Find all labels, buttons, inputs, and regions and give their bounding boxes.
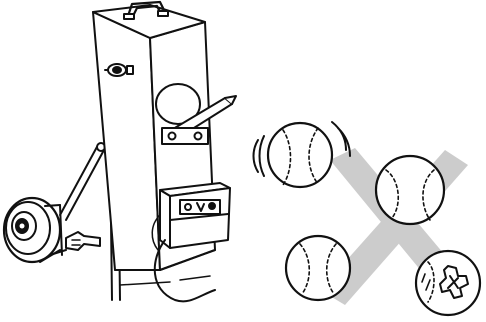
ball-intake-opening <box>155 83 201 125</box>
pitching-machine-icon <box>2 0 237 303</box>
vibrating-baseball-icon <box>252 121 351 189</box>
speed-dial <box>196 202 205 212</box>
adjustment-knob <box>104 63 134 77</box>
wheel <box>2 196 67 264</box>
locking-lever <box>65 231 101 251</box>
power-switch <box>184 203 192 211</box>
vibration-lines-right <box>331 121 351 157</box>
mount-plate <box>161 127 209 145</box>
vibration-lines-left <box>252 135 265 177</box>
damaged-baseball-icon <box>414 249 482 317</box>
baseball-icon <box>284 234 352 302</box>
power-cable <box>153 239 216 303</box>
baseball-icon <box>374 154 446 226</box>
carry-handle <box>126 0 167 18</box>
control-box <box>151 182 231 303</box>
